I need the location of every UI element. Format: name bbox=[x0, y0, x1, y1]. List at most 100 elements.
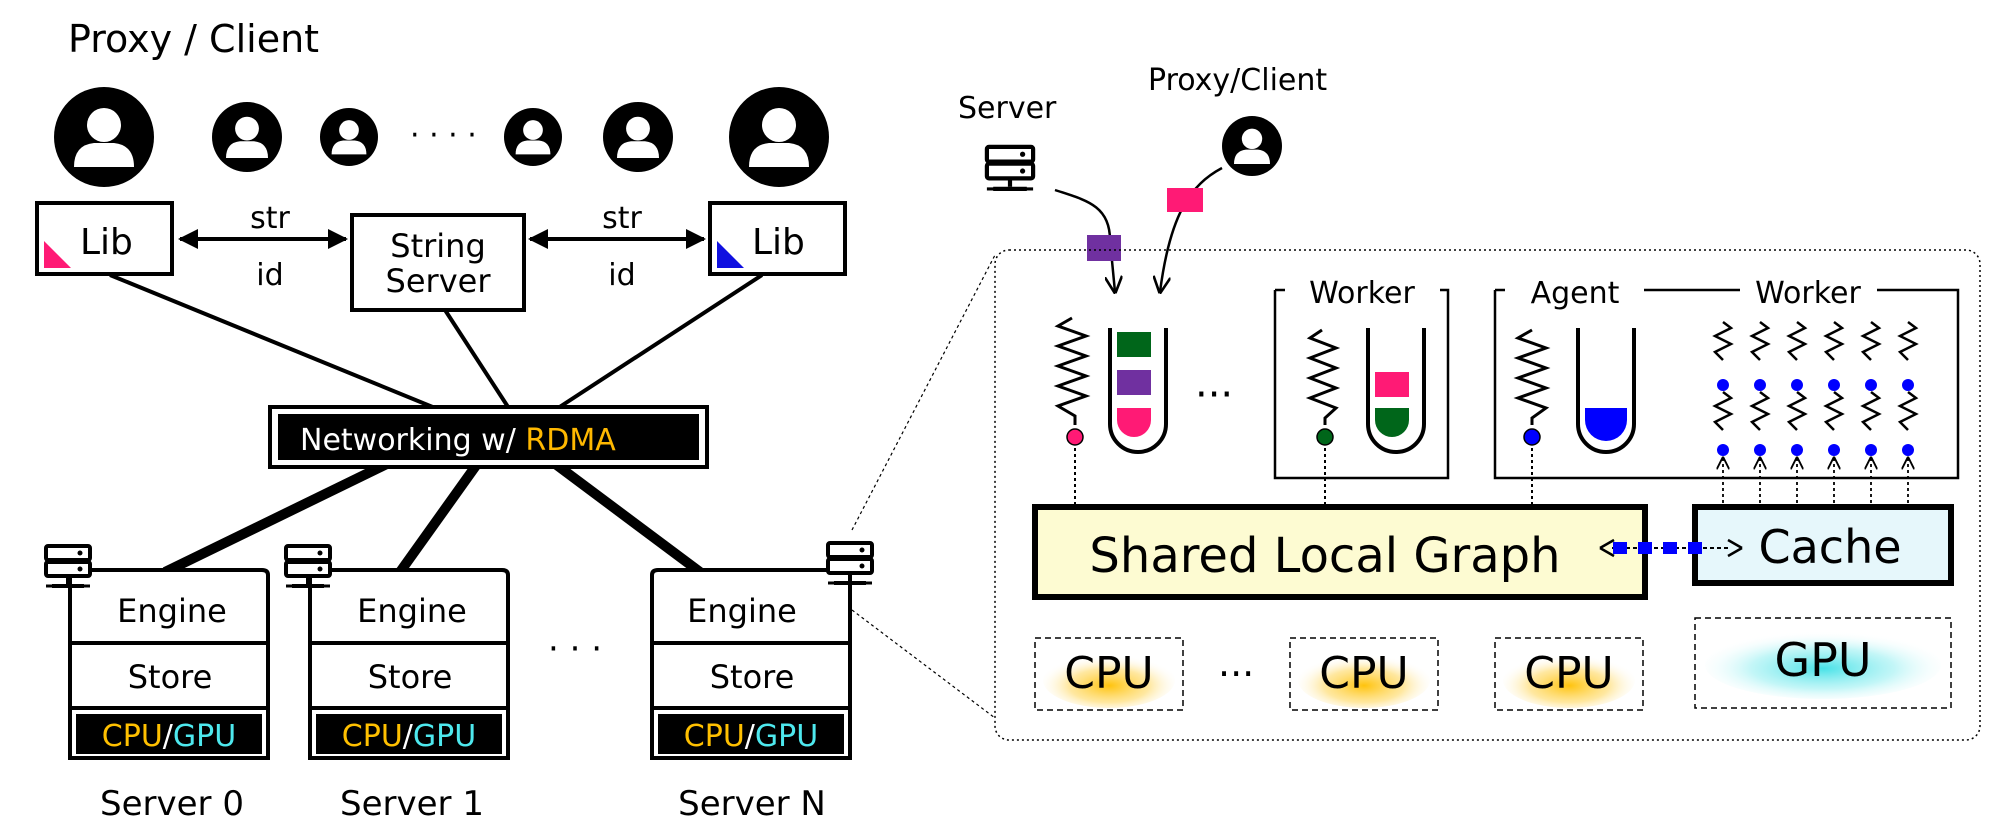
gpu-label: GPU bbox=[755, 719, 818, 754]
queue-2 bbox=[1366, 328, 1426, 454]
left-title: Proxy / Client bbox=[68, 17, 319, 61]
networking-rdma: RDMA bbox=[525, 423, 616, 458]
worker-thread-spring bbox=[1786, 321, 1808, 361]
queue-1-magenta bbox=[1117, 408, 1151, 437]
slash-label: / bbox=[403, 719, 414, 754]
thread-spring-2 bbox=[1305, 328, 1341, 425]
worker-thread-dot bbox=[1865, 379, 1877, 391]
agent-queue bbox=[1576, 328, 1636, 454]
cpu-gpu-label: CPU/GPU bbox=[684, 719, 818, 754]
shared-local-graph-label: Shared Local Graph bbox=[1089, 528, 1560, 584]
graph-cache-link bbox=[1599, 538, 1743, 558]
client-avatar-icon bbox=[320, 108, 378, 166]
clients-ellipsis: · · · · bbox=[410, 118, 477, 153]
worker-thread-spring bbox=[1712, 391, 1734, 431]
right-server-icon bbox=[987, 147, 1033, 189]
cache-box: Cache bbox=[1692, 504, 1954, 586]
zoom-line-top bbox=[851, 254, 996, 531]
worker-label-1: Worker bbox=[1309, 276, 1415, 311]
queue-2-green bbox=[1375, 408, 1409, 437]
gpu-label: GPU bbox=[173, 719, 236, 754]
queue-2-magenta bbox=[1375, 372, 1409, 397]
worker-thread-dot bbox=[1791, 379, 1803, 391]
cpu-ellipsis: ··· bbox=[1218, 652, 1254, 696]
agent-queue-blue bbox=[1585, 408, 1627, 441]
cpu-box-3: CPU bbox=[1494, 637, 1644, 711]
server-stack-0: Engine Store CPU/GPU Server 0 bbox=[68, 568, 270, 824]
thread-dot-2 bbox=[1316, 428, 1334, 446]
servers-ellipsis: · · · bbox=[548, 629, 602, 669]
worker-thread-dot bbox=[1754, 444, 1766, 456]
queues-ellipsis: ··· bbox=[1195, 372, 1233, 418]
networking-prefix: Networking w/ bbox=[300, 423, 525, 458]
worker-thread-spring bbox=[1823, 321, 1845, 361]
agent-worker-box: Agent Worker bbox=[1493, 276, 1960, 528]
cpu-label-2: CPU bbox=[1319, 648, 1408, 699]
worker-thread-dot bbox=[1717, 444, 1729, 456]
proxy-request-arrow bbox=[1160, 166, 1223, 292]
queue-1-green bbox=[1117, 332, 1151, 357]
cpu-label-3: CPU bbox=[1524, 648, 1613, 699]
client-avatar-icon bbox=[603, 102, 673, 172]
lib-right-label: Lib bbox=[752, 222, 805, 263]
worker-thread-dot bbox=[1717, 379, 1729, 391]
cpu-box-2: CPU bbox=[1289, 637, 1439, 711]
worker-thread-spring bbox=[1897, 321, 1919, 361]
cpu-label-1: CPU bbox=[1064, 648, 1153, 699]
cpu-gpu-label: CPU/GPU bbox=[342, 719, 476, 754]
queue-1 bbox=[1108, 328, 1168, 454]
worker-thread-dot bbox=[1791, 444, 1803, 456]
server-stack-n: Engine Store CPU/GPU Server N bbox=[650, 568, 852, 824]
worker-label-2: Worker bbox=[1755, 276, 1861, 311]
slash-label: / bbox=[163, 719, 174, 754]
gpu-label: GPU bbox=[413, 719, 476, 754]
right-proxy-icon bbox=[1222, 116, 1282, 176]
client-avatar-icon bbox=[212, 102, 282, 172]
str-right-label: str bbox=[602, 201, 642, 236]
networking-label: Networking w/ RDMA bbox=[300, 423, 616, 458]
cache-label: Cache bbox=[1758, 520, 1901, 574]
string-server-line1: String bbox=[390, 227, 486, 265]
client-avatar-icon bbox=[504, 108, 562, 166]
slash-label: / bbox=[745, 719, 756, 754]
worker-box-1: Worker bbox=[1273, 276, 1450, 480]
request-purple-block bbox=[1087, 235, 1121, 261]
worker-thread-dot bbox=[1754, 379, 1766, 391]
str-left-label: str bbox=[250, 201, 290, 236]
cpu-label: CPU bbox=[684, 719, 745, 754]
network-links bbox=[109, 273, 764, 577]
agent-label: Agent bbox=[1531, 276, 1620, 311]
agent-dot bbox=[1523, 428, 1541, 446]
worker-thread-dot bbox=[1902, 444, 1914, 456]
agent-spring bbox=[1513, 328, 1551, 425]
id-left-label: id bbox=[256, 258, 283, 293]
right-server-label: Server bbox=[958, 91, 1057, 126]
worker-threads bbox=[1712, 321, 1919, 528]
worker-thread-spring bbox=[1897, 391, 1919, 431]
queue-1-purple bbox=[1117, 370, 1151, 395]
lib-right-box: Lib bbox=[708, 201, 847, 276]
thread-spring-1 bbox=[1053, 316, 1091, 425]
worker-thread-spring bbox=[1860, 321, 1882, 361]
thread-dot-1 bbox=[1066, 428, 1084, 446]
client-avatar-icon bbox=[729, 87, 829, 187]
worker-thread-spring bbox=[1860, 391, 1882, 431]
server-1-label: Server 1 bbox=[340, 784, 484, 824]
machine-outline bbox=[994, 249, 1981, 741]
worker-thread-spring bbox=[1749, 391, 1771, 431]
cpu-gpu-label: CPU/GPU bbox=[102, 719, 236, 754]
engine-label: Engine bbox=[357, 592, 467, 630]
worker-thread-dot bbox=[1865, 444, 1877, 456]
server-n-label: Server N bbox=[678, 784, 826, 824]
gpu-box: GPU bbox=[1694, 617, 1952, 709]
networking-rdma-box: Networking w/ RDMA bbox=[268, 405, 709, 469]
store-label: Store bbox=[368, 658, 453, 696]
worker-thread-spring bbox=[1786, 391, 1808, 431]
cpu-label: CPU bbox=[102, 719, 163, 754]
zoom-line-bottom bbox=[851, 609, 996, 719]
request-magenta-block bbox=[1167, 188, 1203, 212]
engine-label: Engine bbox=[117, 592, 227, 630]
worker-thread-spring bbox=[1712, 321, 1734, 361]
